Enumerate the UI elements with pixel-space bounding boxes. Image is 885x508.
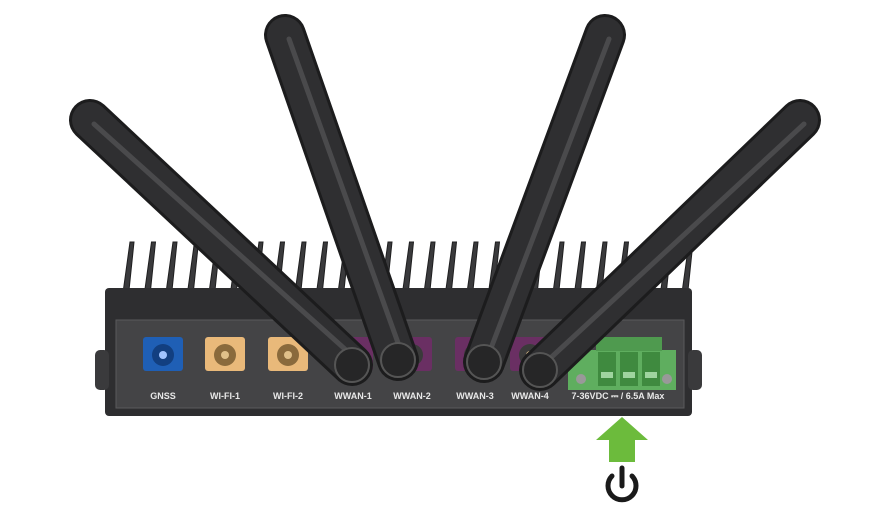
arrow-up-icon [596, 417, 648, 462]
power-rating-label: 7-36VDC ⎓ / 6.5A Max [572, 391, 665, 401]
screw-icon [662, 374, 672, 384]
power-connector[interactable] [568, 337, 676, 390]
antenna-3 [463, 14, 626, 383]
antenna-2 [264, 14, 419, 381]
port-label: WWAN-3 [456, 391, 494, 401]
antenna-base [380, 342, 416, 378]
screw-icon [576, 374, 586, 384]
antenna-4 [519, 99, 821, 391]
port-gnss[interactable] [143, 337, 183, 371]
chassis-foot-left [95, 350, 109, 390]
port-label: WWAN-4 [511, 391, 549, 401]
port-label: WWAN-1 [334, 391, 372, 401]
antenna-1 [69, 99, 373, 386]
port-label: WI-FI-1 [210, 391, 240, 401]
port-labels: GNSS WI-FI-1 WI-FI-2 WWAN-1 WWAN-2 WWAN-3 WWAN… [150, 391, 549, 401]
port-label: WWAN-2 [393, 391, 431, 401]
antenna-base [466, 344, 502, 380]
antenna-base [522, 352, 558, 388]
port-label: WI-FI-2 [273, 391, 303, 401]
power-icon [605, 465, 639, 503]
port-wi-fi-2[interactable] [268, 337, 308, 371]
port-label: GNSS [150, 391, 176, 401]
port-wi-fi-1[interactable] [205, 337, 245, 371]
chassis-foot-right [688, 350, 702, 390]
antenna-base [334, 347, 370, 383]
